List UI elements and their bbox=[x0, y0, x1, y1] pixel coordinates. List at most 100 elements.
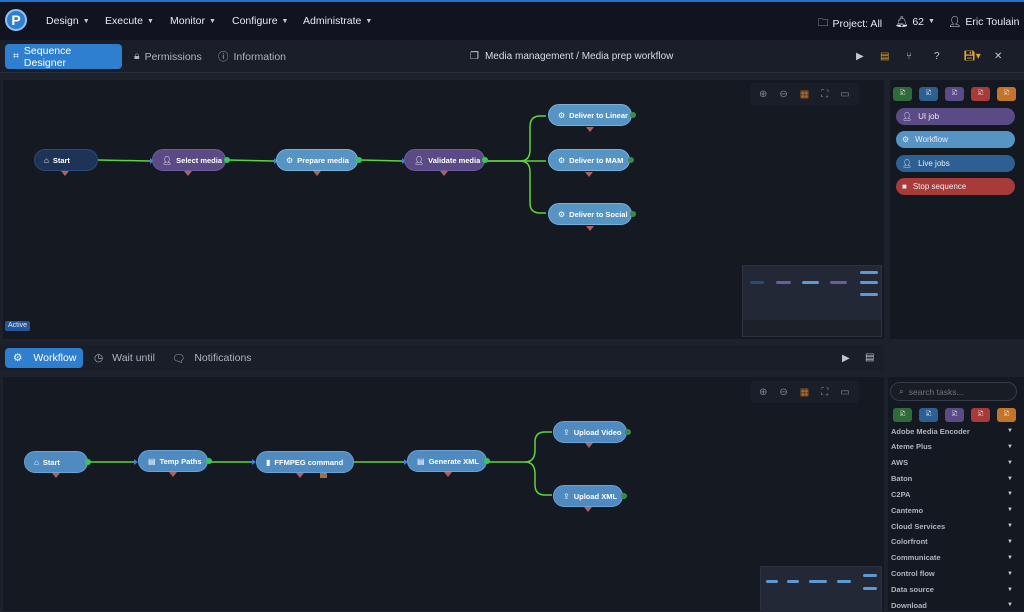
node-temp-paths[interactable]: ▤Temp Paths bbox=[138, 450, 208, 472]
category-label: C2PA bbox=[891, 489, 911, 499]
note-purple-icon[interactable]: 🗈 bbox=[945, 408, 964, 422]
palette-ui-job[interactable]: 👤︎UI job bbox=[896, 108, 1015, 125]
node-label: Validate media bbox=[428, 155, 481, 165]
node-upload-video[interactable]: ⇪Upload Video bbox=[553, 421, 627, 443]
play-icon[interactable]: ▶ bbox=[842, 353, 850, 364]
note-orange-icon[interactable]: 🗈 bbox=[997, 87, 1016, 101]
note-purple-icon[interactable]: 🗈 bbox=[945, 87, 964, 101]
bottom-minimap[interactable] bbox=[760, 566, 882, 612]
menu-label: Monitor bbox=[170, 15, 206, 27]
branch-icon[interactable]: ⑂ bbox=[906, 51, 912, 62]
task-category[interactable]: Cloud Services▼ bbox=[891, 519, 1013, 533]
task-category[interactable]: Data source▼ bbox=[891, 583, 1013, 597]
user-icon: 👤︎ bbox=[948, 16, 962, 28]
note-green-icon[interactable]: 🗈 bbox=[893, 87, 912, 101]
tab-notifications[interactable]: 🗨︎Notifications bbox=[164, 348, 260, 368]
note-red-icon[interactable]: 🗈 bbox=[971, 87, 990, 101]
layout-icon[interactable]: ▤ bbox=[880, 51, 890, 62]
grid-icon[interactable]: ▦ bbox=[799, 88, 810, 100]
fit-icon[interactable]: ⛶ bbox=[821, 88, 829, 100]
menu-monitor[interactable]: Monitor▼ bbox=[170, 15, 216, 27]
task-category[interactable]: AWS▼ bbox=[891, 456, 1013, 470]
minimap-viewport bbox=[743, 266, 881, 320]
task-category[interactable]: Control flow▼ bbox=[891, 567, 1013, 581]
category-label: Baton bbox=[891, 474, 913, 484]
palette-workflow[interactable]: ⚙Workflow bbox=[896, 131, 1015, 148]
menu-configure[interactable]: Configure▼ bbox=[232, 15, 288, 27]
panel-icon[interactable]: ▤ bbox=[865, 352, 875, 363]
workflow-icon: ⚙ bbox=[558, 209, 566, 219]
zoom-in-icon[interactable]: ⊕ bbox=[759, 386, 768, 398]
menu-administrate[interactable]: Administrate▼ bbox=[303, 15, 372, 27]
note-blue-icon[interactable]: 🗈 bbox=[919, 408, 938, 422]
task-category[interactable]: Adobe Media Encoder▼ bbox=[891, 424, 1013, 438]
task-category[interactable]: Communicate▼ bbox=[891, 551, 1013, 565]
sequence-canvas[interactable] bbox=[3, 80, 884, 339]
note-orange-icon[interactable]: 🗈 bbox=[997, 408, 1016, 422]
workflow-canvas[interactable] bbox=[3, 377, 884, 611]
note-red-icon[interactable]: 🗈 bbox=[971, 408, 990, 422]
node-prepare-media[interactable]: ⚙Prepare media bbox=[276, 149, 358, 171]
app-logo[interactable]: P bbox=[5, 9, 27, 31]
user-menu[interactable]: 👤︎Eric Toulain bbox=[948, 15, 1019, 29]
task-category[interactable]: Baton▼ bbox=[891, 472, 1013, 486]
zoom-in-icon[interactable]: ⊕ bbox=[759, 88, 768, 100]
node-deliver-social[interactable]: ⚙Deliver to Social bbox=[548, 203, 632, 225]
node-generate-xml[interactable]: ▤Generate XML bbox=[407, 450, 487, 472]
minimap-icon[interactable]: ▭ bbox=[840, 386, 850, 398]
help-icon[interactable]: ? bbox=[934, 51, 940, 62]
output-anchor bbox=[184, 171, 192, 176]
project-selector[interactable]: 🗀Project: All bbox=[818, 15, 882, 33]
tab-permissions[interactable]: 🔒︎Permissions bbox=[126, 44, 210, 69]
node-ffmpeg-command[interactable]: ▮FFMPEG command bbox=[256, 451, 354, 473]
task-category[interactable]: Cantemo▼ bbox=[891, 503, 1013, 517]
node-upload-xml[interactable]: ⇪Upload XML bbox=[553, 485, 623, 507]
zoom-out-icon[interactable]: ⊖ bbox=[779, 386, 788, 398]
bell-icon: 🔔︎ bbox=[895, 16, 909, 28]
node-deliver-linear[interactable]: ⚙Deliver to Linear bbox=[548, 104, 632, 126]
port-dot bbox=[630, 211, 636, 217]
fit-icon[interactable]: ⛶ bbox=[821, 386, 829, 398]
output-anchor bbox=[586, 226, 594, 231]
node-start[interactable]: ⌂Start bbox=[24, 451, 88, 473]
task-category[interactable]: Colorfront▼ bbox=[891, 535, 1013, 549]
category-label: Cantemo bbox=[891, 505, 924, 515]
close-icon[interactable]: ✕ bbox=[994, 51, 1003, 62]
workflow-icon: ⚙ bbox=[286, 155, 294, 165]
top-minimap[interactable] bbox=[742, 265, 882, 337]
minimap-node bbox=[830, 281, 847, 284]
notifications-button[interactable]: 🔔︎62▼ bbox=[895, 15, 935, 29]
node-label: Deliver to Linear bbox=[569, 110, 628, 120]
node-select-media[interactable]: 👤︎Select media bbox=[152, 149, 226, 171]
output-anchor bbox=[61, 171, 69, 176]
output-anchor bbox=[313, 171, 321, 176]
grid-icon[interactable]: ▦ bbox=[799, 386, 810, 398]
menu-execute[interactable]: Execute▼ bbox=[105, 15, 154, 27]
minimap-icon[interactable]: ▭ bbox=[840, 88, 850, 100]
palette-live-jobs[interactable]: 👤︎Live jobs bbox=[896, 155, 1015, 172]
search-input[interactable] bbox=[908, 386, 1009, 397]
note-blue-icon[interactable]: 🗈 bbox=[919, 87, 938, 101]
play-icon[interactable]: ▶ bbox=[856, 51, 864, 62]
note-green-icon[interactable]: 🗈 bbox=[893, 408, 912, 422]
node-deliver-mam[interactable]: ⚙Deliver to MAM bbox=[548, 149, 630, 171]
tab-sequence-designer[interactable]: ⌗Sequence Designer bbox=[5, 44, 122, 69]
task-category[interactable]: C2PA▼ bbox=[891, 487, 1013, 501]
task-category[interactable]: Ateme Plus▼ bbox=[891, 440, 1013, 454]
home-icon: ⌂ bbox=[44, 155, 49, 165]
category-label: Data source bbox=[891, 585, 934, 594]
tab-workflow[interactable]: ⚙Workflow bbox=[5, 348, 83, 368]
task-category[interactable]: Download▼ bbox=[891, 598, 1013, 612]
task-search[interactable]: ⌕ bbox=[890, 382, 1017, 401]
zoom-out-icon[interactable]: ⊖ bbox=[779, 88, 788, 100]
minimap-node bbox=[860, 281, 878, 284]
chevron-down-icon: ▼ bbox=[1007, 443, 1013, 450]
save-icon[interactable]: 💾︎▾ bbox=[963, 51, 981, 62]
node-validate-media[interactable]: 👤︎Validate media bbox=[404, 149, 485, 171]
file-icon: ▮ bbox=[266, 457, 271, 467]
tab-wait-until[interactable]: ◷Wait until bbox=[86, 348, 163, 368]
palette-stop-sequence[interactable]: ■Stop sequence bbox=[896, 178, 1015, 195]
menu-design[interactable]: Design▼ bbox=[46, 15, 90, 27]
node-start[interactable]: ⌂Start bbox=[34, 149, 98, 171]
